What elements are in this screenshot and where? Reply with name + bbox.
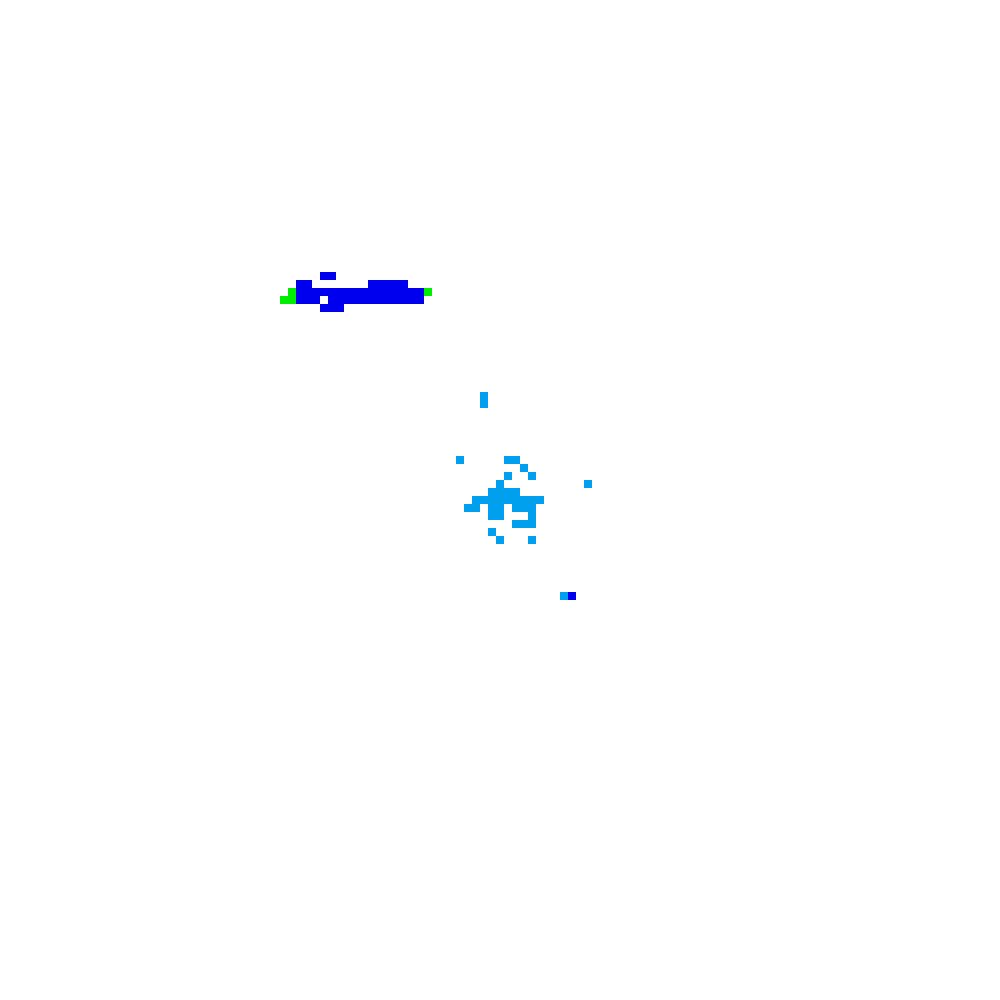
pixel-cell xyxy=(496,488,504,496)
pixel-cell xyxy=(288,288,296,296)
pixel-cell xyxy=(480,400,488,408)
pixel-cell xyxy=(520,496,528,504)
pixel-cell xyxy=(328,304,336,312)
pixel-cell xyxy=(320,304,328,312)
pixel-cell xyxy=(528,536,536,544)
pixel-cell xyxy=(344,296,352,304)
pixel-cell xyxy=(400,288,408,296)
pixel-cell xyxy=(488,528,496,536)
pixel-cell xyxy=(520,464,528,472)
pixel-cell xyxy=(416,288,424,296)
pixel-cell xyxy=(304,288,312,296)
pixel-cell xyxy=(392,288,400,296)
pixel-cell xyxy=(496,512,504,520)
pixel-cell xyxy=(512,456,520,464)
pixel-cell xyxy=(304,280,312,288)
pixel-cell xyxy=(288,296,296,304)
pixel-cell xyxy=(368,296,376,304)
pixel-cell xyxy=(328,288,336,296)
pixel-cell xyxy=(320,272,328,280)
pixel-cell xyxy=(472,504,480,512)
pixel-cell xyxy=(312,288,320,296)
pixel-cell xyxy=(560,592,568,600)
pixel-cell xyxy=(488,504,496,512)
pixel-cell xyxy=(424,288,432,296)
pixel-cell xyxy=(536,496,544,504)
pixel-cell xyxy=(472,496,480,504)
pixel-cell xyxy=(312,296,320,304)
pixel-cell xyxy=(480,496,488,504)
pixel-cell xyxy=(496,536,504,544)
blue-dot xyxy=(568,592,576,600)
pixel-cell xyxy=(568,592,576,600)
pixel-cell xyxy=(400,280,408,288)
pixel-cell xyxy=(384,296,392,304)
light-blue-dot xyxy=(560,592,568,600)
pixel-cell xyxy=(296,288,304,296)
pixel-cell xyxy=(512,496,520,504)
pixel-cell xyxy=(376,280,384,288)
pixel-cell xyxy=(336,288,344,296)
pixel-cell xyxy=(528,520,536,528)
green-left-edge xyxy=(280,288,296,304)
pixel-cell xyxy=(336,296,344,304)
pixel-cell xyxy=(360,288,368,296)
green-right-edge xyxy=(424,288,432,296)
pixel-cell xyxy=(376,288,384,296)
pixel-cell xyxy=(328,272,336,280)
pixel-cell xyxy=(408,288,416,296)
pixel-cell xyxy=(496,504,504,512)
pixel-cell xyxy=(504,456,512,464)
pixel-cell xyxy=(352,288,360,296)
pixel-cell xyxy=(480,392,488,400)
pixel-cell xyxy=(512,488,520,496)
pixel-cell xyxy=(392,296,400,304)
light-blue-cluster xyxy=(456,392,592,544)
pixel-cell xyxy=(528,472,536,480)
pixel-cell xyxy=(296,296,304,304)
pixel-cell xyxy=(304,296,312,304)
pixel-cell xyxy=(488,488,496,496)
pixel-cell xyxy=(384,280,392,288)
pixel-cell xyxy=(320,288,328,296)
pixel-cell xyxy=(344,288,352,296)
pixel-cell xyxy=(456,456,464,464)
pixel-cell xyxy=(512,520,520,528)
blue-streak xyxy=(296,272,424,312)
pixel-cell xyxy=(368,288,376,296)
pixel-cell xyxy=(280,296,288,304)
pixel-cell xyxy=(520,520,528,528)
pixel-cell xyxy=(504,488,512,496)
pixel-cell xyxy=(488,496,496,504)
pixel-cell xyxy=(368,280,376,288)
pixel-cell xyxy=(464,504,472,512)
pixel-cell xyxy=(336,304,344,312)
pixel-cell xyxy=(392,280,400,288)
pixel-cell xyxy=(488,512,496,520)
pixel-cell xyxy=(504,496,512,504)
pixel-cell xyxy=(384,288,392,296)
pixel-cell xyxy=(296,280,304,288)
pixel-cell xyxy=(328,296,336,304)
pixel-cell xyxy=(496,496,504,504)
pixel-cell xyxy=(504,472,512,480)
pixel-cell xyxy=(528,512,536,520)
pixel-cell xyxy=(408,296,416,304)
pixel-cell xyxy=(400,296,408,304)
pixel-cell xyxy=(352,296,360,304)
pixel-cell xyxy=(360,296,368,304)
pixel-cell xyxy=(512,504,520,512)
pixel-cell xyxy=(584,480,592,488)
pixel-cell xyxy=(528,496,536,504)
pixel-cell xyxy=(520,504,528,512)
pixel-cell xyxy=(528,504,536,512)
pixel-cell xyxy=(496,480,504,488)
pixel-cell xyxy=(376,296,384,304)
pixel-cell xyxy=(416,296,424,304)
